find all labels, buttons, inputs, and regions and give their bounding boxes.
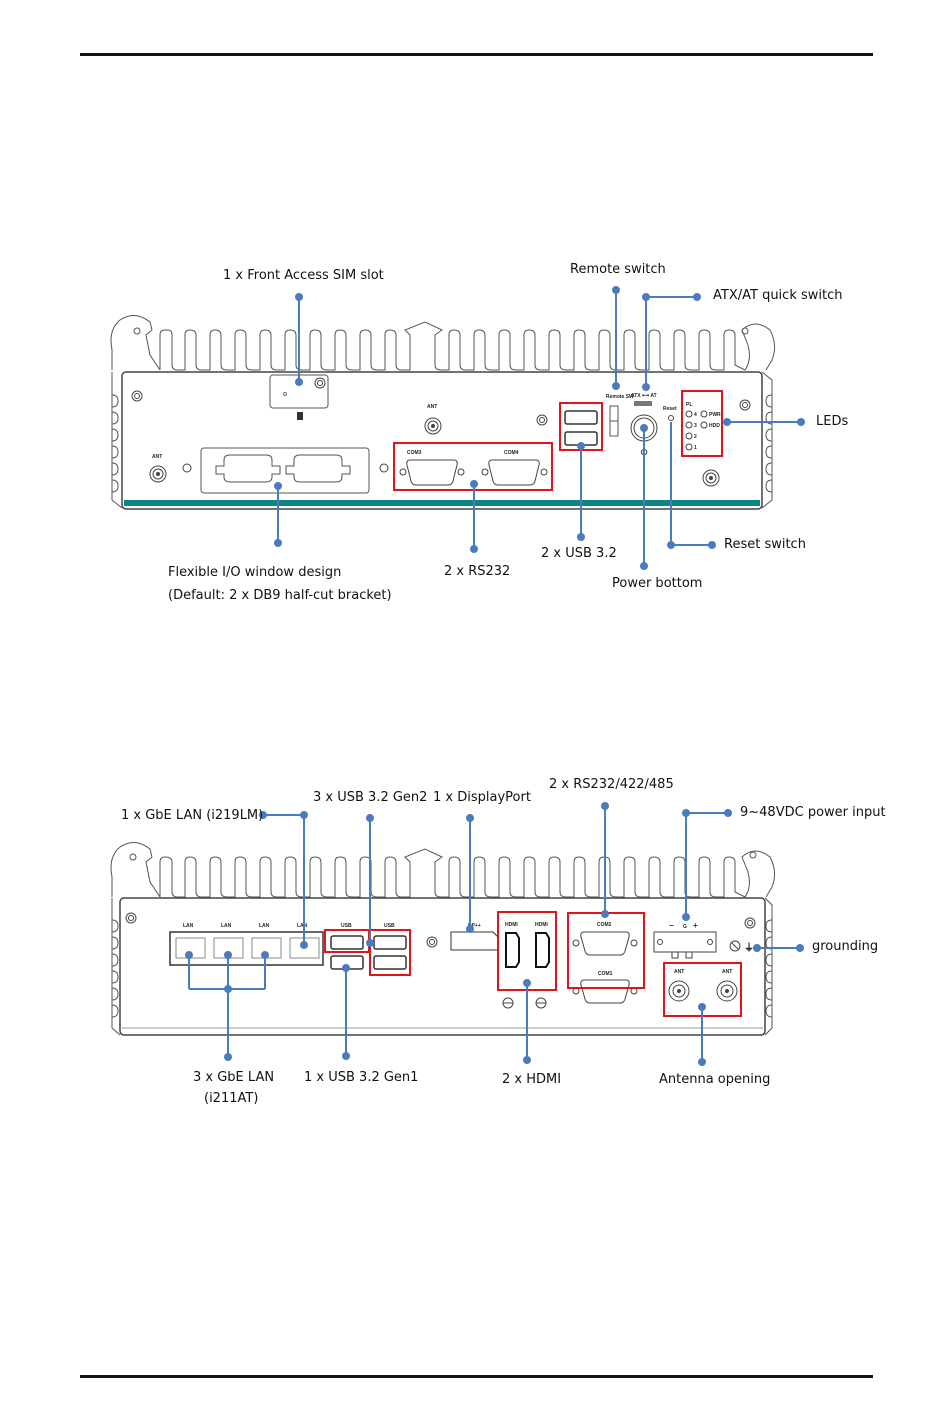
- lan-label-1: LAN: [183, 923, 194, 929]
- rear-antennas: [668, 980, 738, 1002]
- rear-usb-ports: [330, 935, 407, 970]
- lan-ports: [169, 931, 324, 966]
- led-3-label: 3: [694, 423, 697, 429]
- rear-screws: [125, 912, 756, 1009]
- com2-port: [572, 931, 638, 956]
- front-antenna-right: [702, 469, 720, 487]
- callout-flexible-io-2: (Default: 2 x DB9 half-cut bracket): [168, 588, 392, 603]
- led-1-label: 1: [694, 445, 697, 451]
- hdmi-label-2: HDMI: [535, 922, 548, 928]
- rear-usb-label-2: USB: [384, 923, 395, 929]
- rear-callout-lines: [185, 802, 804, 1066]
- callout-usb-gen2: 3 x USB 3.2 Gen2: [313, 790, 428, 805]
- callout-usb-gen1: 1 x USB 3.2 Gen1: [304, 1070, 419, 1085]
- ground-symbol-icon: ⏚: [744, 942, 754, 954]
- callout-sim-slot: 1 x Front Access SIM slot: [223, 268, 384, 283]
- callout-hdmi: 2 x HDMI: [502, 1072, 562, 1087]
- com3-label: COM3: [407, 450, 422, 456]
- pl-label: PL: [686, 402, 692, 408]
- callout-lan-i211-1: 3 x GbE LAN: [193, 1070, 275, 1085]
- pwr-label: PWR: [709, 412, 721, 418]
- header-rule: [80, 53, 873, 56]
- front-antenna-left: [149, 465, 167, 483]
- com2-label: COM2: [597, 922, 612, 928]
- front-chassis: [110, 315, 776, 510]
- dp-label: DP++: [468, 923, 481, 929]
- lan-label-3: LAN: [259, 923, 270, 929]
- callout-lan-i219: 1 x GbE LAN (i219LM): [121, 808, 264, 823]
- led-indicators: [685, 410, 708, 451]
- flexible-io-window: [200, 447, 370, 494]
- dc-power-terminal: [653, 931, 717, 959]
- rear-chassis: [110, 842, 776, 1036]
- com3-port: [399, 459, 465, 486]
- power-g-label: G: [683, 924, 687, 930]
- front-screws: [131, 377, 751, 473]
- reset-label: Reset: [663, 406, 677, 412]
- callout-rs232: 2 x RS232: [444, 564, 511, 579]
- front-panel-body: [121, 371, 763, 510]
- led-4-label: 4: [694, 412, 697, 418]
- power-plus-label: +: [693, 921, 698, 930]
- rear-heatsink-fins: [110, 842, 776, 898]
- atx-at-switch: [634, 401, 652, 406]
- callout-antenna: Antenna opening: [659, 1072, 771, 1087]
- com1-label: COM1: [598, 971, 613, 977]
- lan-label-4: LAN: [297, 923, 308, 929]
- callout-remote-switch: Remote switch: [570, 262, 666, 277]
- callout-leds: LEDs: [816, 414, 849, 429]
- led-2-label: 2: [694, 434, 697, 440]
- callout-grounding: grounding: [812, 939, 879, 954]
- usb-gen2-highlight-b: [369, 929, 411, 976]
- rear-ant-label-2: ANT: [722, 969, 732, 975]
- callout-rs232-422-485: 2 x RS232/422/485: [549, 777, 674, 792]
- remote-switch: [609, 405, 619, 437]
- rear-panel-body: [119, 897, 766, 1036]
- com1-port: [572, 979, 638, 1004]
- hdmi-label-1: HDMI: [505, 922, 518, 928]
- callout-flexible-io-1: Flexible I/O window design: [168, 565, 342, 580]
- callout-reset-switch: Reset switch: [724, 537, 806, 552]
- grounding-screw: [729, 940, 741, 952]
- sim-icon: [297, 412, 303, 420]
- power-minus-label: −: [669, 921, 674, 930]
- footer-rule: [80, 1375, 873, 1378]
- callout-atx-at-switch: ATX/AT quick switch: [713, 288, 843, 303]
- hdd-label: HDD: [709, 423, 720, 429]
- leds-highlight: [681, 390, 723, 457]
- rear-ant-label-1: ANT: [674, 969, 684, 975]
- lan-label-2: LAN: [221, 923, 232, 929]
- callout-power-button: Power bottom: [612, 576, 703, 591]
- front-antenna-mid: [424, 417, 442, 435]
- reset-switch: [668, 415, 674, 421]
- atx-at-label: ATX ⟷ AT: [631, 393, 657, 399]
- front-ant-left-label: ANT: [152, 454, 162, 460]
- callout-lan-i211-2: (i211AT): [204, 1091, 259, 1106]
- front-callout-lines: [274, 286, 805, 570]
- hdmi-ports: [505, 932, 550, 968]
- callout-usb: 2 x USB 3.2: [541, 546, 617, 561]
- displayport: [450, 931, 499, 951]
- com4-label: COM4: [504, 450, 519, 456]
- remote-sw-label: Remote SW: [606, 394, 634, 400]
- front-ant-mid-label: ANT: [427, 404, 437, 410]
- callout-power-input: 9~48VDC power input: [740, 805, 886, 820]
- front-teal-stripe: [124, 500, 760, 506]
- callout-displayport: 1 x DisplayPort: [433, 790, 531, 805]
- com4-port: [481, 459, 548, 486]
- rear-usb-label-1: USB: [341, 923, 352, 929]
